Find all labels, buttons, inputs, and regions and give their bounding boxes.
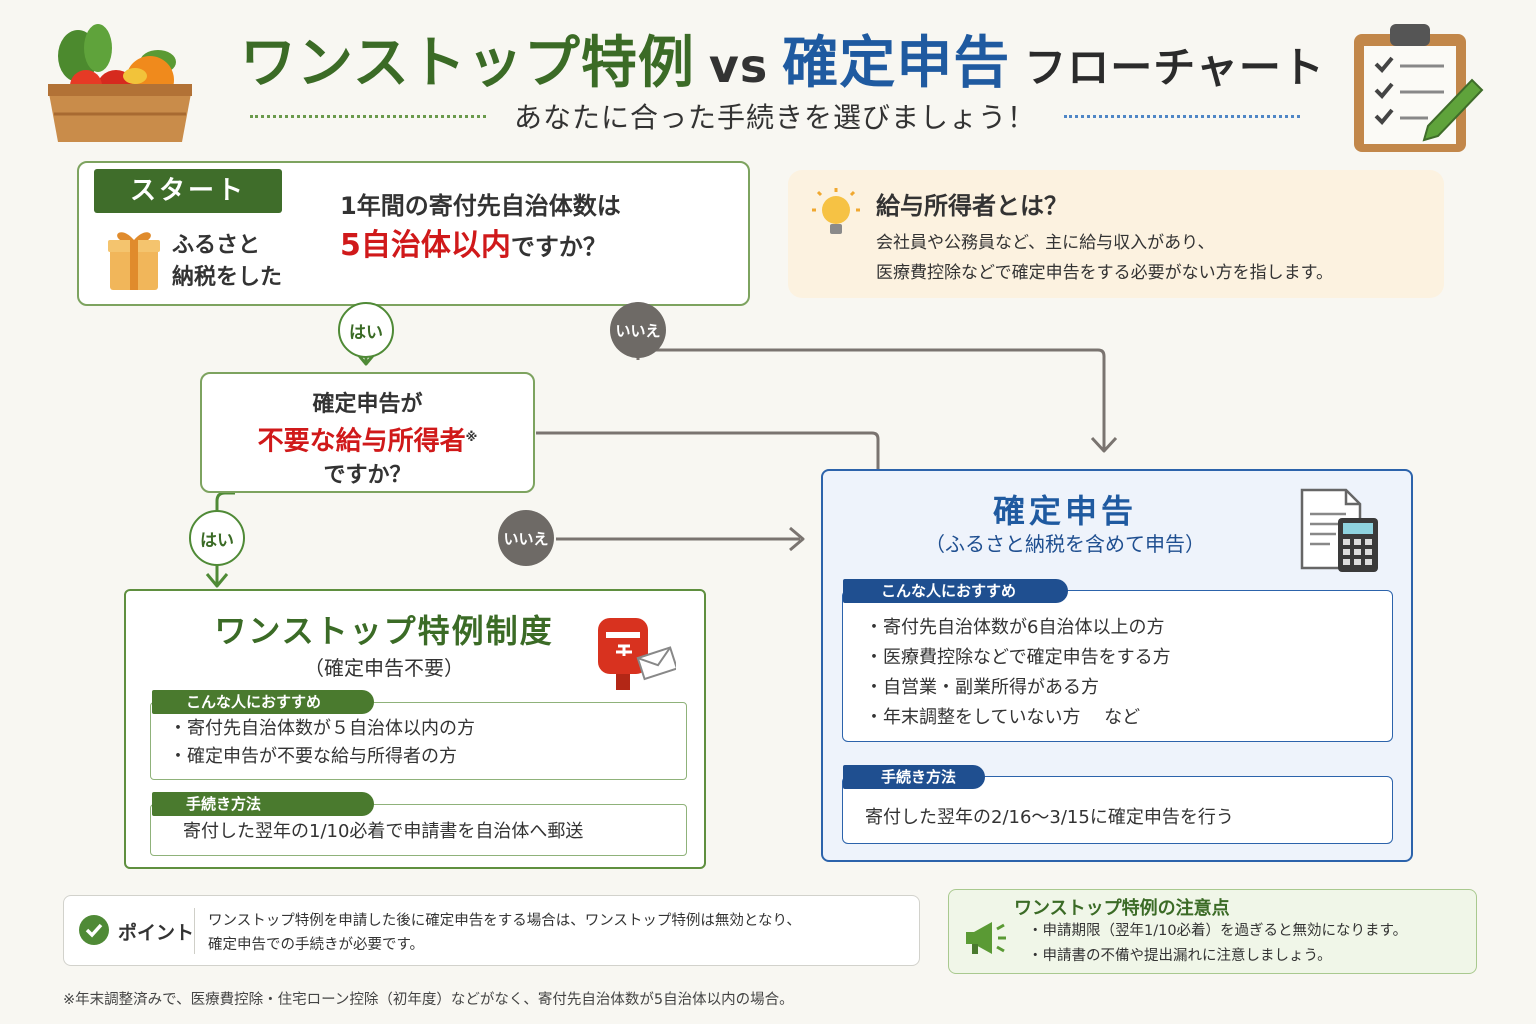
point-box [63,895,920,966]
kakutei-method-text: 寄付した翌年の2/16〜3/15に確定申告を行う [842,776,1393,844]
answer-yes-2: はい [189,510,245,566]
answer-no-1: いいえ [610,302,666,358]
point-line2: 確定申告での手続きが必要です。 [208,937,425,953]
lightbulb-icon [812,188,860,234]
start-note-line2: 納税をした [172,265,283,290]
start-note: ふるさと 納税をした [172,230,312,294]
info-line2: 医療費控除などで確定申告をする必要がない方を指します。 [876,263,1333,283]
onestop-recommend-label: こんな人におすすめ [152,690,374,714]
title-kakutei: 確定申告 [782,31,1011,96]
question-2-line3: ですか？ [323,463,412,489]
gift-box-icon [108,232,160,290]
info-box [788,170,1444,298]
onestop-subtitle: （確定申告不要） [304,656,464,680]
title-vs: vs [708,39,769,93]
answer-yes-1: はい [338,302,394,358]
megaphone-icon [966,922,1006,954]
point-label: ポイント [118,922,195,944]
kakutei-recommend-item: 年末調整をしていない方 など [865,703,1392,733]
onestop-recommend-item: 寄付先自治体数が５自治体以内の方 [169,715,686,743]
clipboard-checklist-icon [1354,24,1484,152]
caution-item: 申請書の不備や提出漏れに注意しましょう。 [1028,944,1468,969]
kakutei-subtitle: （ふるさと納税を含めて申告） [925,532,1205,556]
kakutei-recommend-list: 寄付先自治体数が6自治体以上の方 医療費控除などで確定申告をする方 自営業・副業… [842,590,1393,742]
kakutei-recommend-item: 医療費控除などで確定申告をする方 [865,643,1392,673]
point-line1: ワンストップ特例を申請した後に確定申告をする場合は、ワンストップ特例は無効となり… [208,913,801,929]
question-2: 確定申告が 不要な給与所得者※ ですか？ [200,372,535,493]
caution-list: 申請期限（翌年1/10必着）を過ぎると無効になります。 申請書の不備や提出漏れに… [1028,919,1468,969]
info-text: 会社員や公務員など、主に給与収入があり、 医療費控除などで確定申告をする必要がな… [876,228,1436,288]
start-note-line1: ふるさと [172,233,261,258]
divider-blue [1064,114,1301,118]
start-tag: スタート [94,169,282,213]
document-calculator-icon [1300,488,1378,572]
kakutei-recommend-item: 寄付先自治体数が6自治体以上の方 [865,613,1392,643]
onestop-recommend-item: 確定申告が不要な給与所得者の方 [169,743,686,771]
title-onestop: ワンストップ特例 [240,31,695,96]
vegetable-basket-icon [48,24,192,142]
question-1-suffix: ですか？ [510,233,607,261]
question-2-mark: ※ [465,430,478,444]
onestop-method-label: 手続き方法 [152,792,374,816]
onestop-recommend-list: 寄付先自治体数が５自治体以内の方 確定申告が不要な給与所得者の方 [150,702,687,780]
subtitle-row: あなたに合った手続きを選びましょう！ [250,94,1301,138]
question-1: 1年間の寄付先自治体数は 5自治体以内ですか？ [340,186,740,267]
question-2-highlight: 不要な給与所得者 [257,426,466,457]
check-circle-icon [79,915,109,945]
kakutei-title: 確定申告 [992,492,1137,530]
kakutei-method-label: 手続き方法 [843,765,985,789]
page-subtitle: あなたに合った手続きを選びましょう！ [514,101,1037,134]
onestop-method-text: 寄付した翌年の1/10必着で申請書を自治体へ郵送 [150,804,687,856]
question-1-line1: 1年間の寄付先自治体数は [340,192,621,220]
question-2-line1: 確定申告が [312,392,423,417]
question-1-highlight: 5自治体以内 [340,228,511,263]
postbox-icon [598,618,676,690]
info-title: 給与所得者とは？ [876,192,1068,220]
onestop-title: ワンストップ特例制度 [214,612,554,650]
info-line1: 会社員や公務員など、主に給与収入があり、 [876,233,1215,253]
point-divider [194,908,195,954]
caution-title: ワンストップ特例の注意点 [1014,898,1230,919]
title-flowchart: フローチャート [1024,43,1325,92]
kakutei-recommend-item: 自営業・副業所得がある方 [865,673,1392,703]
kakutei-recommend-label: こんな人におすすめ [843,579,1068,603]
caution-item: 申請期限（翌年1/10必着）を過ぎると無効になります。 [1028,919,1468,944]
divider-green [250,114,486,118]
answer-no-2: いいえ [498,510,554,566]
footnote: ※年末調整済みで、医療費控除・住宅ローン控除（初年度）などがなく、寄付先自治体数… [63,992,794,1008]
point-text: ワンストップ特例を申請した後に確定申告をする場合は、ワンストップ特例は無効となり… [208,909,908,957]
